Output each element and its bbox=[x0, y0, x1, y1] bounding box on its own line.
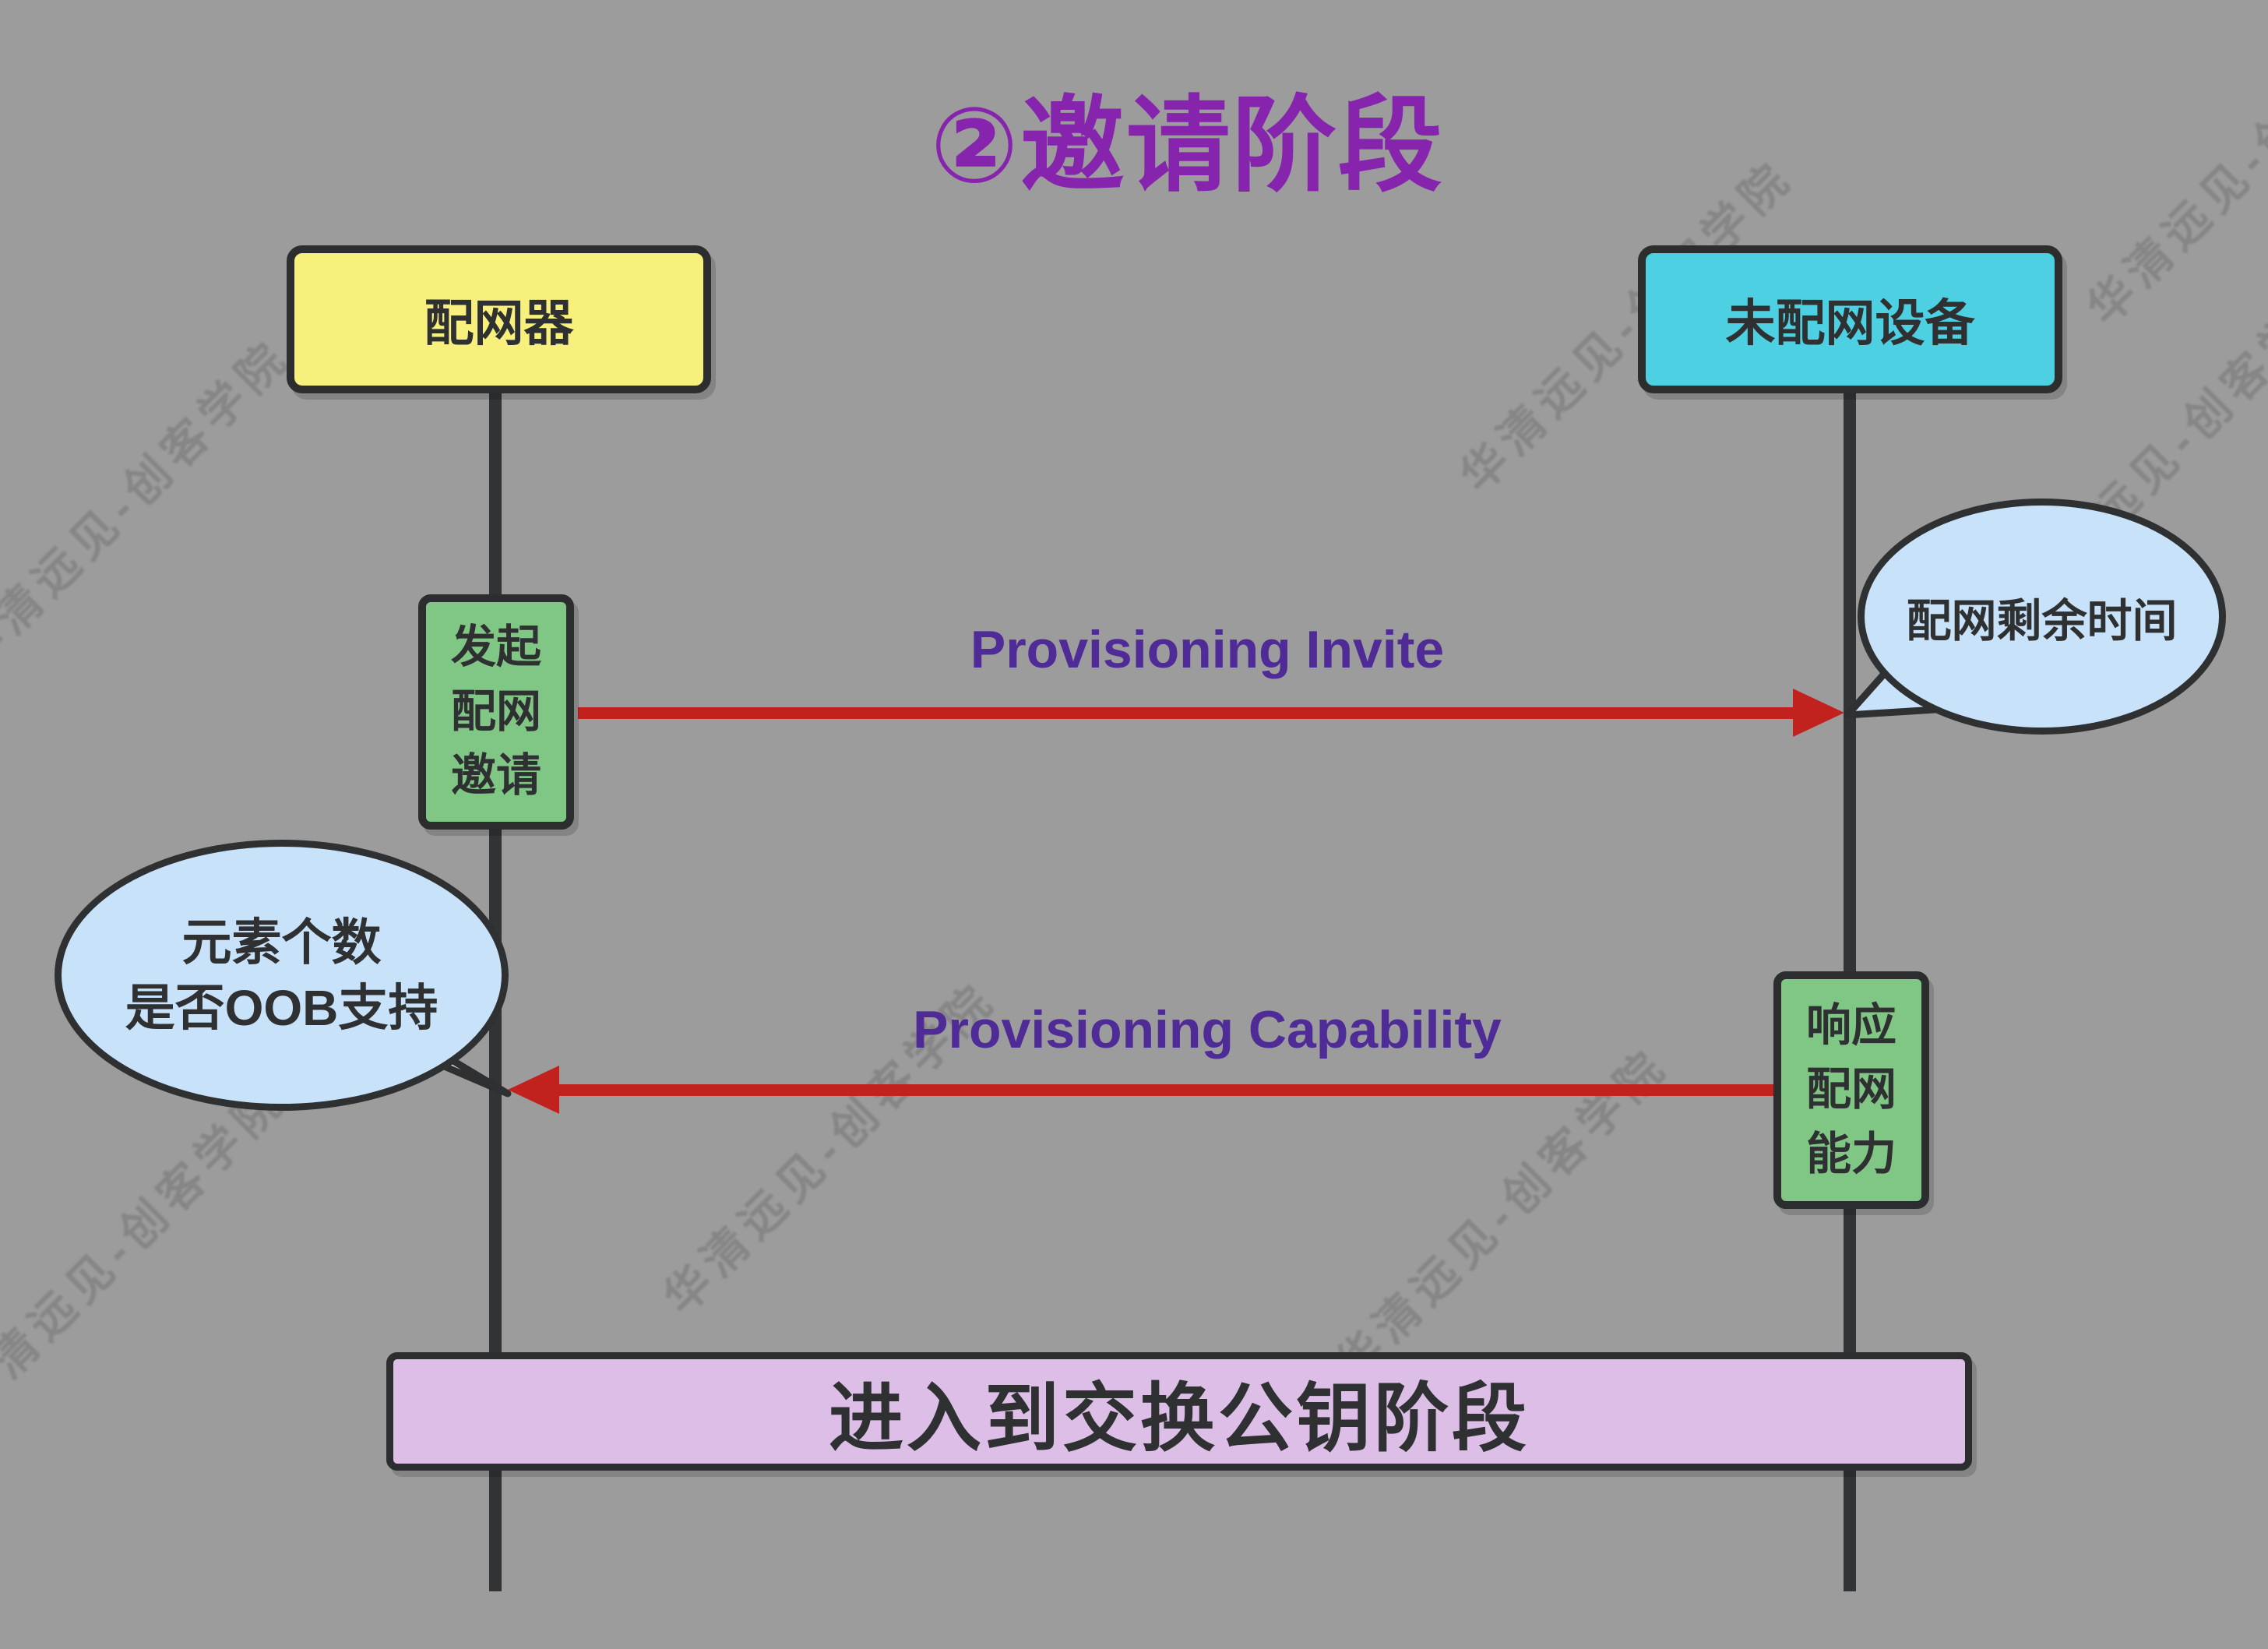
message-arrow-provisioning-capability bbox=[555, 1084, 1775, 1096]
actor-unprovisioned-device: 未配网设备 bbox=[1638, 245, 2062, 393]
activation-respond-capability-line1: 响应 bbox=[1805, 999, 1896, 1051]
callout-element-count-oob: 元素个数 是否OOB支持 bbox=[55, 840, 509, 1111]
next-phase-banner: 进入到交换公钥阶段 bbox=[386, 1352, 1972, 1471]
arrowhead-right-icon bbox=[1793, 689, 1844, 737]
page-title: ②邀请阶段 bbox=[930, 88, 1444, 204]
message-label-provisioning-invite: Provisioning Invite bbox=[970, 620, 1445, 679]
arrowhead-left-icon bbox=[508, 1066, 559, 1114]
callout-element-count-line1: 元素个数 bbox=[181, 914, 382, 971]
callout-element-count-line2: 是否OOB支持 bbox=[125, 980, 438, 1036]
activation-send-invite-line1: 发起 bbox=[450, 622, 541, 673]
actor-provisioner: 配网器 bbox=[287, 245, 711, 393]
activation-send-invite-line3: 邀请 bbox=[450, 750, 541, 802]
next-phase-banner-label: 进入到交换公钥阶段 bbox=[829, 1376, 1530, 1460]
actor-provisioner-label: 配网器 bbox=[424, 295, 574, 351]
actor-unprovisioned-device-label: 未配网设备 bbox=[1725, 295, 1975, 351]
watermark-text: 华清远见-创客学院 bbox=[2078, 0, 2268, 335]
watermark-text: 华清远见-创客学院 bbox=[0, 1073, 296, 1425]
watermark-text: 华清远见-创客学院 bbox=[0, 329, 300, 682]
message-label-provisioning-capability: Provisioning Capability bbox=[913, 1000, 1502, 1059]
activation-send-invite: 发起 配网 邀请 bbox=[418, 594, 574, 830]
activation-respond-capability: 响应 配网 能力 bbox=[1773, 971, 1929, 1209]
activation-send-invite-line2: 配网 bbox=[450, 685, 541, 737]
message-arrow-provisioning-invite bbox=[578, 707, 1797, 719]
callout-remaining-time: 配网剩余时间 bbox=[1858, 499, 2226, 735]
activation-respond-capability-line2: 配网 bbox=[1805, 1064, 1896, 1115]
callout-remaining-time-text: 配网剩余时间 bbox=[1906, 595, 2178, 647]
activation-respond-capability-line3: 能力 bbox=[1805, 1128, 1896, 1179]
